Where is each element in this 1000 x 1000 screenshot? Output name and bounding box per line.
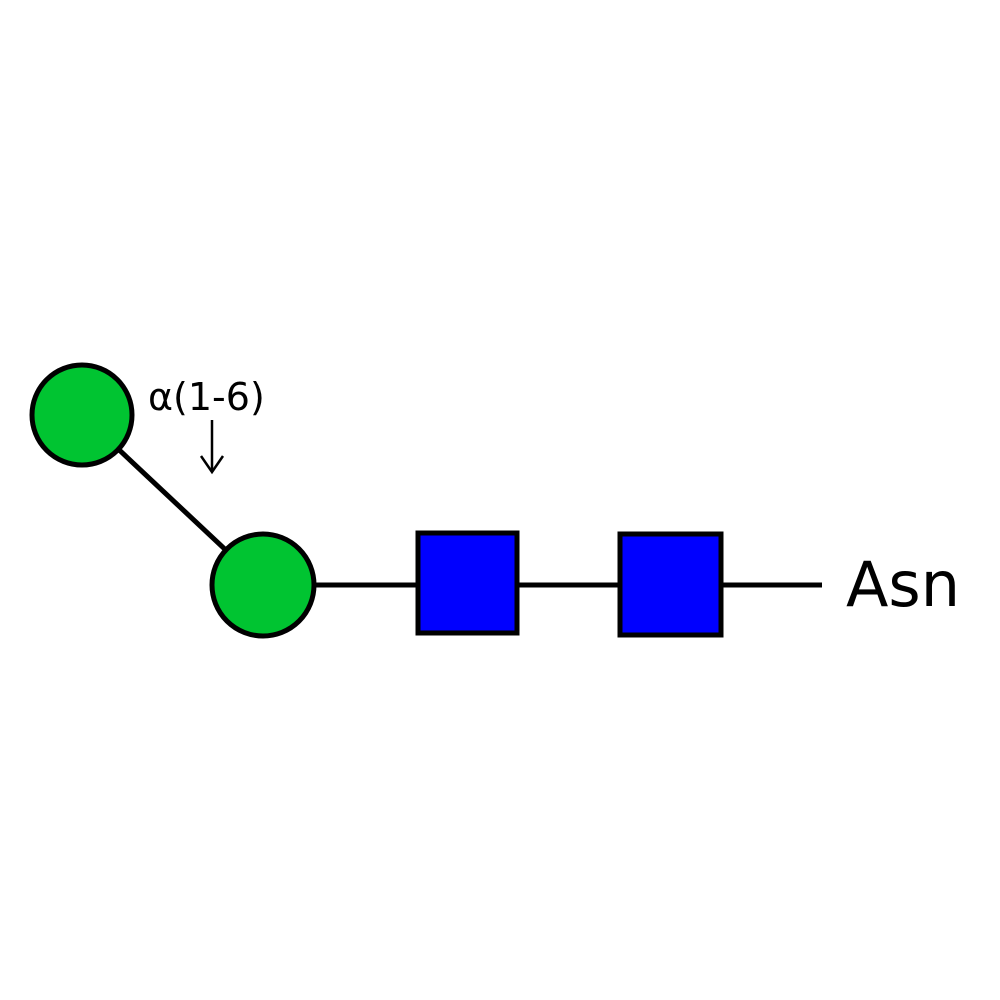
mannose-core-circle (209, 531, 317, 639)
down-arrow-icon (199, 420, 225, 475)
glcnac-square-2 (617, 531, 724, 638)
glcnac-square-1 (415, 530, 520, 636)
asn-label: Asn (846, 548, 960, 621)
linkage-label: α(1-6) (148, 375, 265, 419)
mannose-terminal-circle (29, 362, 135, 468)
